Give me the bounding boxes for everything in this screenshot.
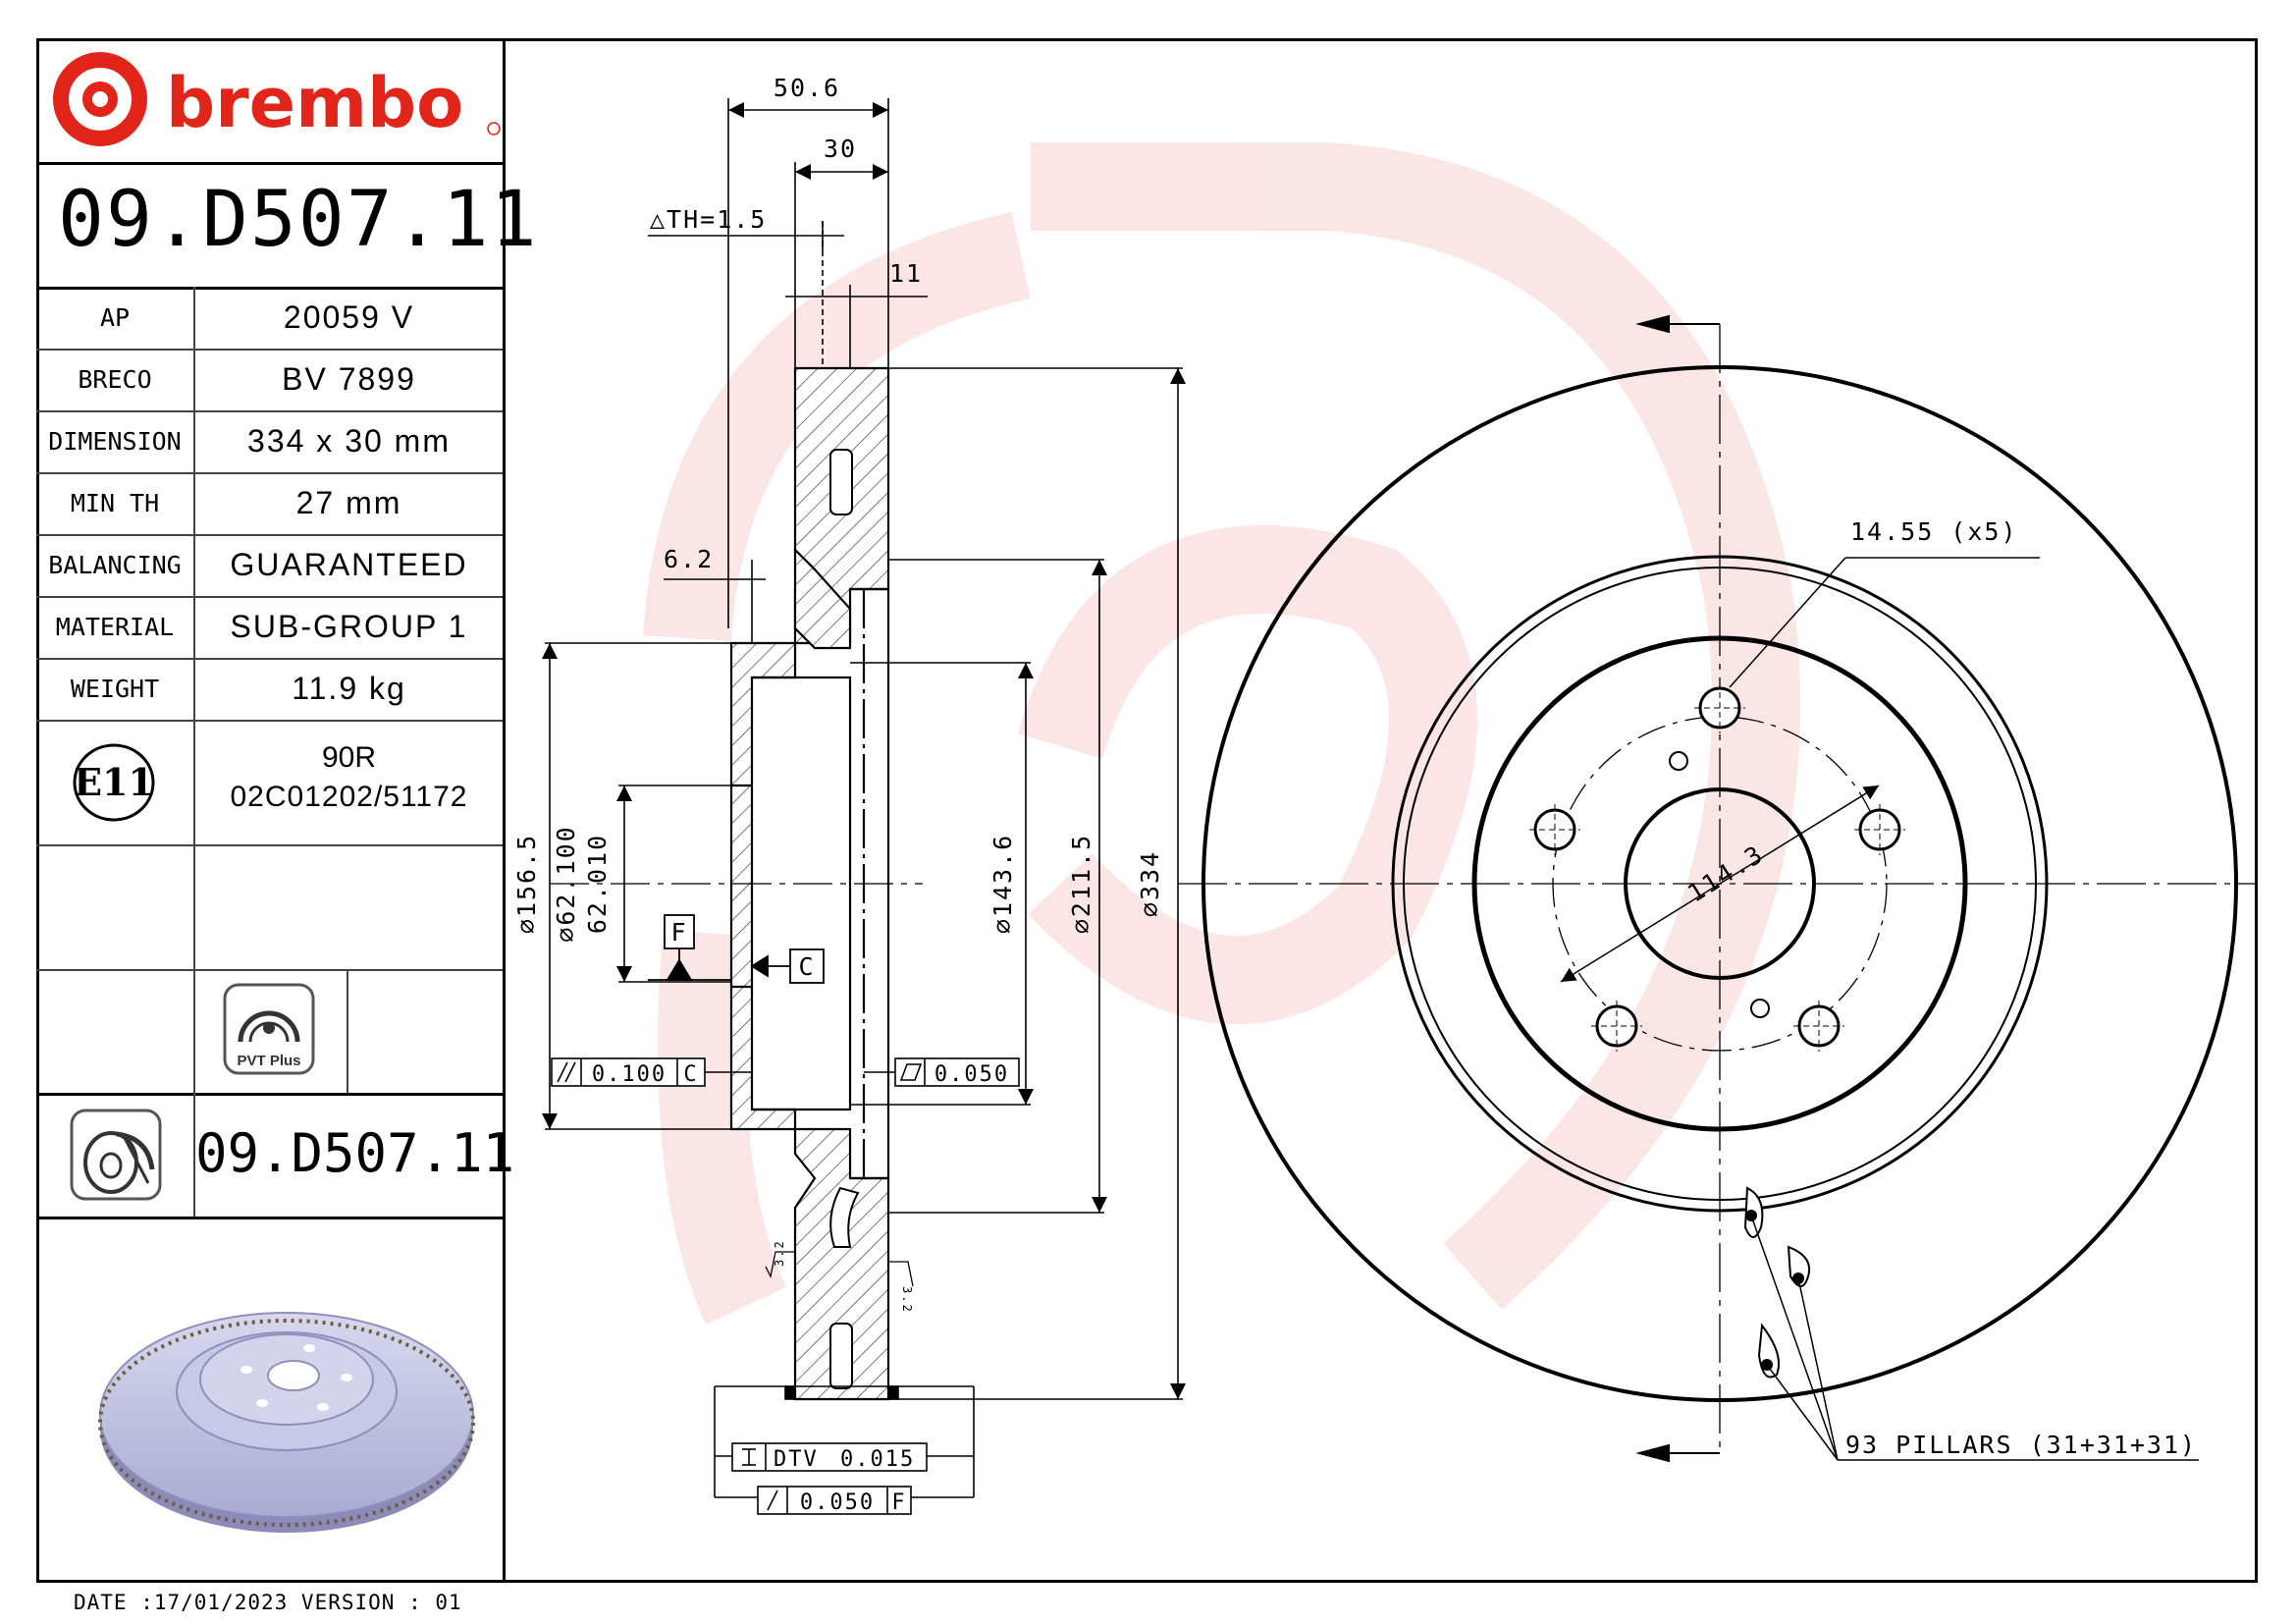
part-number-cell: 09.D507.11 (36, 162, 537, 290)
tol-flat: 0.050 (934, 1062, 1009, 1087)
tol-runout: 0.050 (800, 1490, 875, 1515)
spec-row-weight: WEIGHT 11.9 kg (36, 658, 503, 722)
brembo-logo: brembo (53, 52, 501, 146)
dim-d211: ⌀211.5 (1067, 834, 1095, 934)
spec-row-min-th: MIN TH 27 mm (36, 472, 503, 536)
spec-value: 334 x 30 mm (247, 423, 451, 459)
roughness-left: 3.2 (773, 1239, 786, 1267)
spec-value: 20059 V (283, 299, 415, 335)
tol-dtv: 0.015 (840, 1447, 915, 1472)
dim-d143: ⌀143.6 (988, 834, 1017, 934)
spec-key: MATERIAL (36, 596, 195, 658)
part-number: 09.D507.11 (58, 176, 539, 264)
spec-value: 11.9 kg (292, 671, 406, 706)
dim-slot: 11 (889, 259, 923, 288)
pvt-row: PVT Plus (36, 969, 503, 1096)
spec-key: WEIGHT (36, 658, 195, 720)
spec-key: DIMENSION (36, 410, 195, 472)
dim-d334: ⌀334 (1136, 850, 1164, 917)
dim-d156: ⌀156.5 (512, 834, 541, 934)
cert-regulation: 90R (321, 741, 377, 774)
dim-pillars: 93 PILLARS (31+31+31) (1845, 1431, 2197, 1459)
spec-key: MIN TH (36, 472, 195, 534)
spec-value: GUARANTEED (230, 547, 468, 582)
dim-th-tolerance: △TH=1.5 (650, 205, 767, 234)
part-number-bottom-row: 09.D507.11 (36, 1093, 514, 1219)
pvt-label: PVT Plus (237, 1053, 300, 1069)
spec-row-breco: BRECO BV 7899 (36, 349, 503, 412)
disc-render-image (98, 1312, 475, 1533)
dim-pcd: 114.3 (1682, 839, 1769, 908)
logo-cell: brembo (36, 38, 503, 165)
spec-key: BRECO (36, 349, 195, 410)
cert-number: 02C01202/51172 (230, 781, 468, 813)
spec-row-ap: AP 20059 V (36, 287, 503, 351)
spec-row-dimension: DIMENSION 334 x 30 mm (36, 410, 503, 474)
dim-d62a: ⌀62.100 (552, 825, 580, 942)
drawing-frame (36, 38, 2258, 1583)
spec-key: BALANCING (36, 534, 195, 596)
tol-dtv-label: DTV (774, 1447, 819, 1472)
roughness-right: 3.2 (900, 1286, 914, 1314)
dim-thickness: 30 (824, 135, 857, 163)
dim-hat-offset: 6.2 (664, 545, 714, 573)
spec-key: AP (36, 287, 195, 349)
e-mark-icon: E11 (73, 743, 155, 822)
dim-holes: 14.55 (x5) (1850, 517, 2018, 546)
spec-value: BV 7899 (282, 361, 416, 397)
spec-value: SUB-GROUP 1 (230, 609, 468, 644)
spec-value: 27 mm (295, 485, 402, 520)
dim-overall-width: 50.6 (774, 74, 840, 102)
datum-f: F (670, 918, 687, 947)
e-mark-cell: E11 (36, 720, 195, 844)
pvt-plus-icon: PVT Plus (223, 983, 315, 1075)
tol-parallel-ref: C (683, 1062, 698, 1087)
datum-c: C (798, 952, 815, 981)
certification-row: E11 90R 02C01202/51172 (36, 720, 503, 846)
tol-runout-ref: F (891, 1490, 906, 1515)
e-mark-text: E11 (74, 760, 154, 804)
spec-row-balancing: BALANCING GUARANTEED (36, 534, 503, 598)
disc-icon (70, 1109, 162, 1201)
part-number-bottom: 09.D507.11 (195, 1122, 515, 1184)
title-block: brembo 09.D507.11 AP 20059 V BRECO BV 78… (36, 38, 537, 1583)
brand-text: brembo (166, 63, 463, 143)
spec-row-material: MATERIAL SUB-GROUP 1 (36, 596, 503, 660)
blank-row (36, 844, 503, 971)
dim-d62b: 62.010 (583, 834, 612, 934)
tol-parallel: 0.100 (592, 1062, 667, 1087)
footer-date-version: DATE :17/01/2023 VERSION : 01 (74, 1591, 462, 1614)
